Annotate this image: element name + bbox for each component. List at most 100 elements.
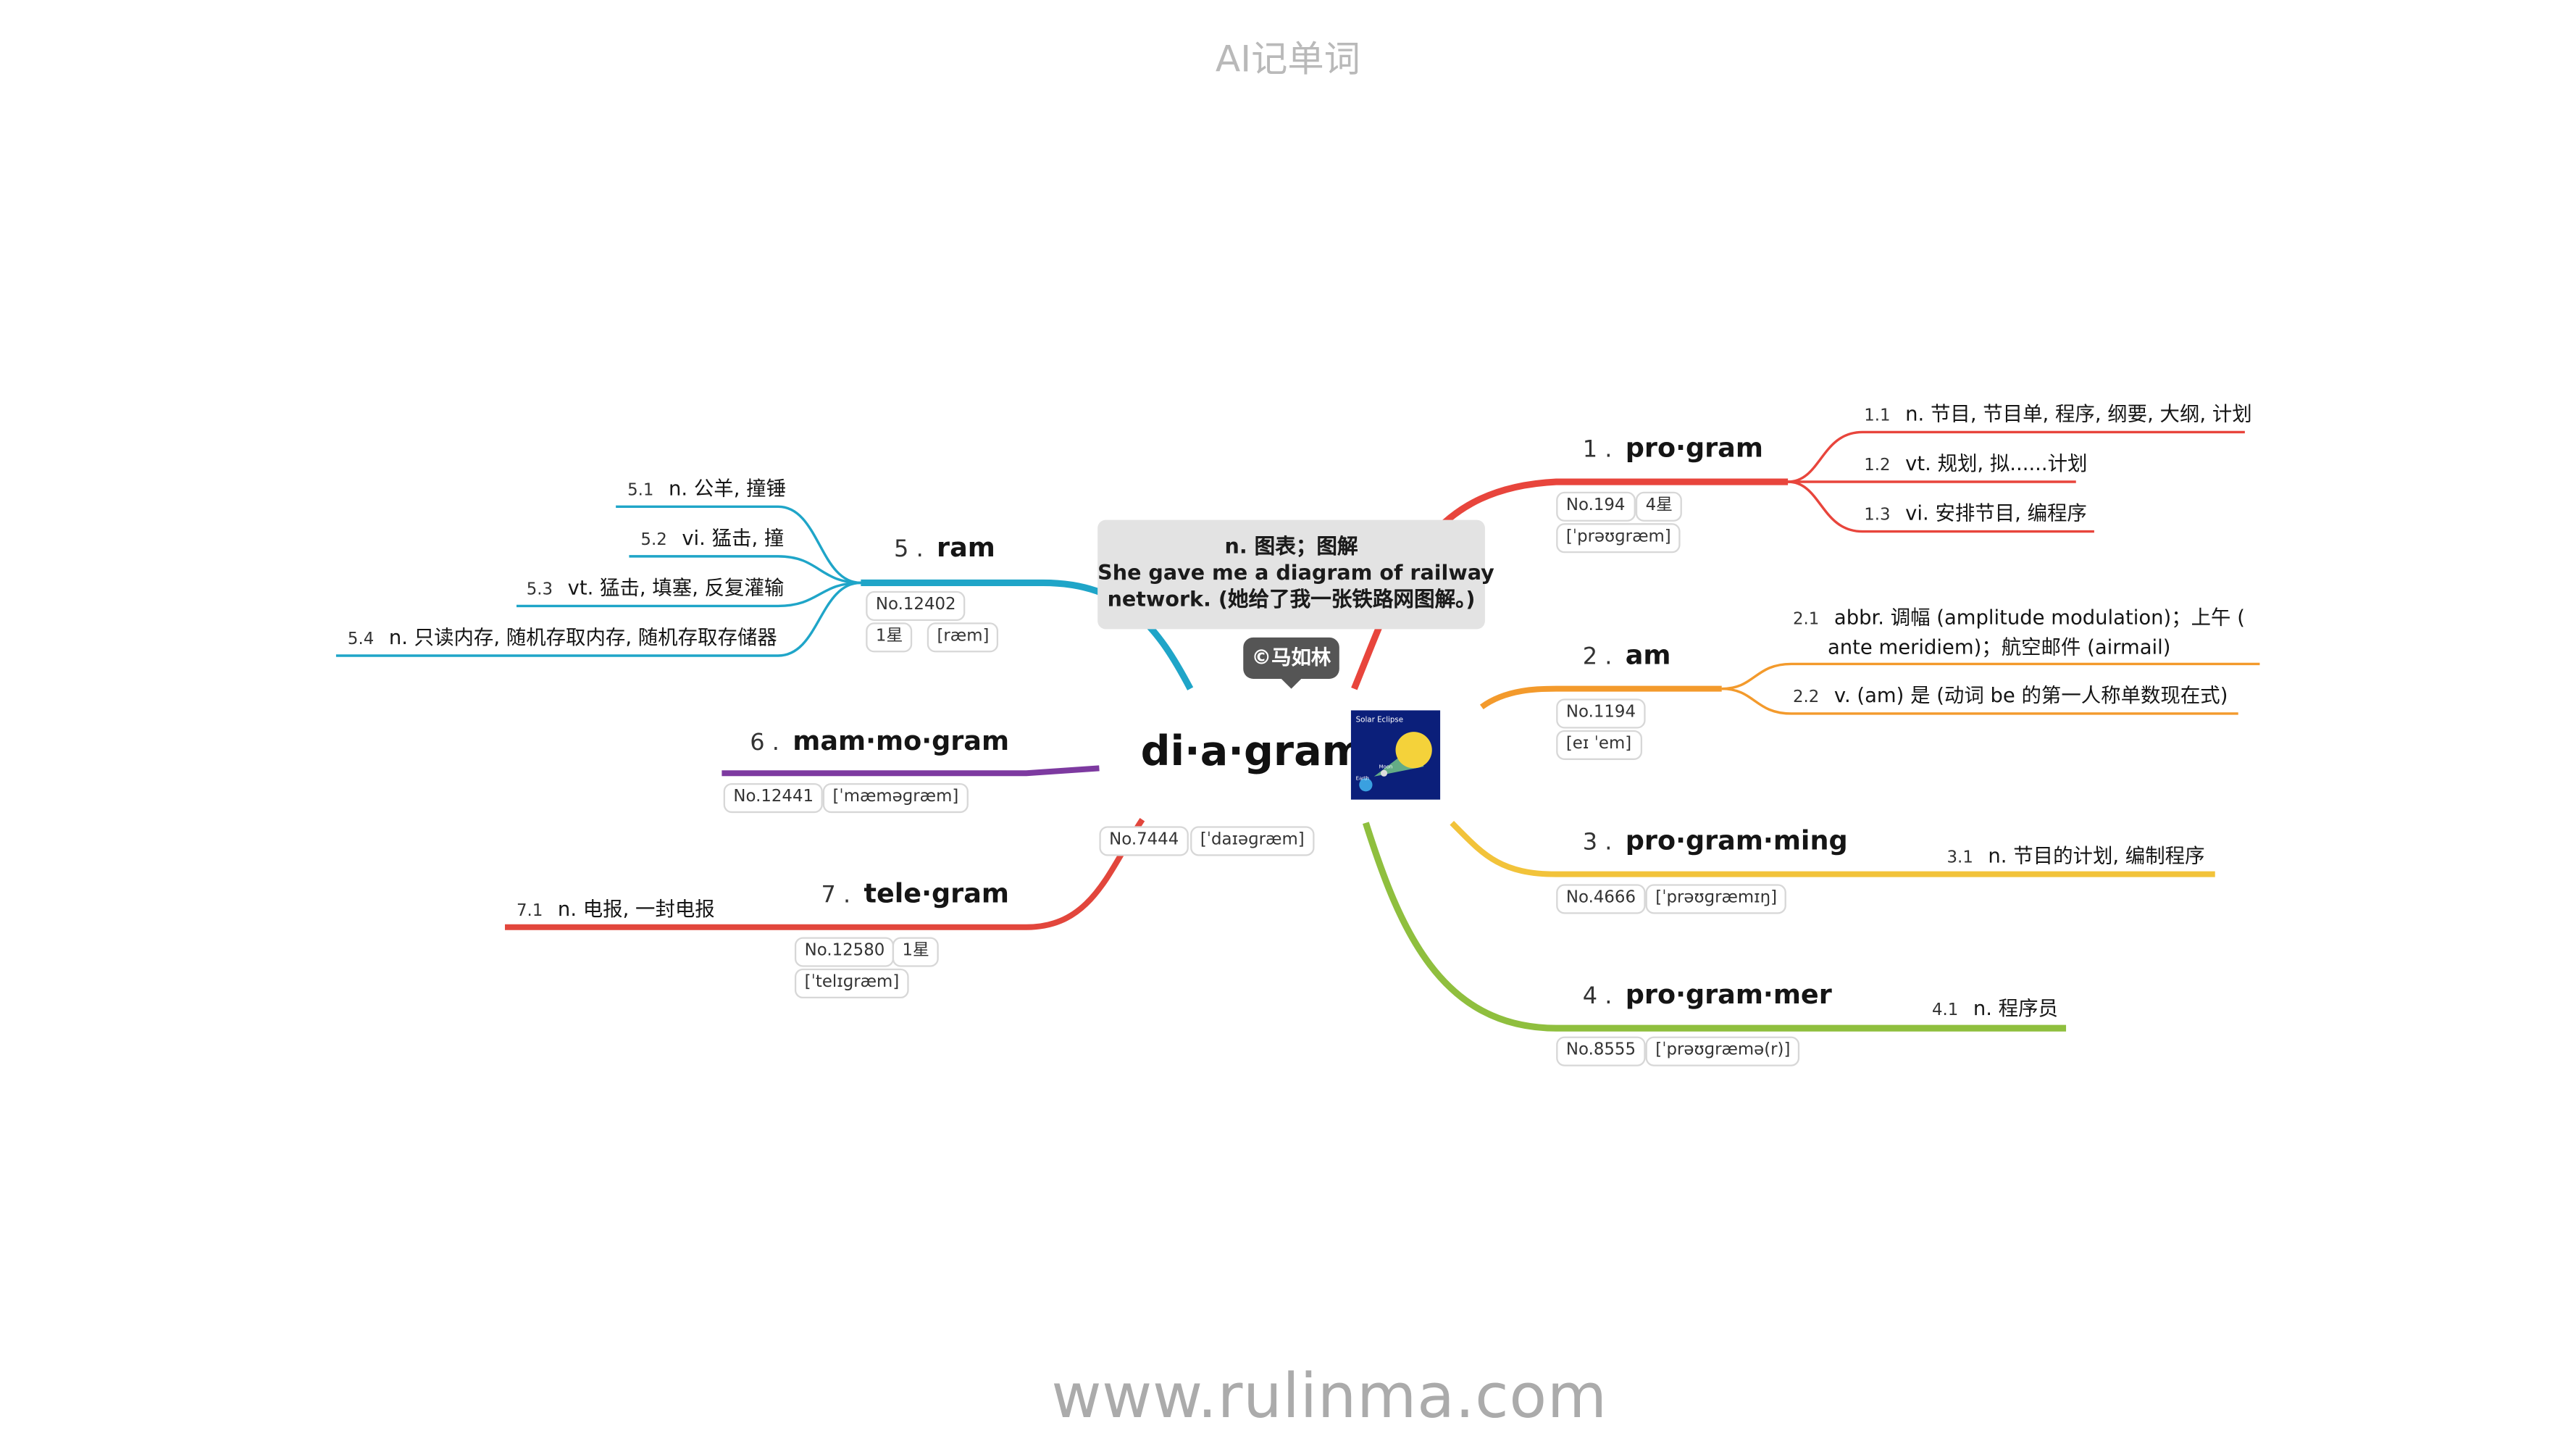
sense-number: 5.1 [627,482,654,501]
sense-text: n. 公羊, 撞锤 [669,477,787,501]
sense-number: 2.2 [1792,688,1820,707]
topic-word: pro·gram [1625,432,1763,464]
sense-line-5-1 [616,505,861,585]
number-tag: No.12580 [794,937,895,967]
sense-number: 5.2 [640,531,667,550]
root-number-tag: No.7444 [1099,826,1189,856]
ipa-tag: [ˈprəʊɡræm] [1556,523,1681,554]
topic-number: 1 . [1582,437,1613,464]
sense-line-1-1 [1788,430,2245,483]
ipa-tag: [ˈtelɪɡræm] [794,968,909,999]
ipa-tag: [ræm] [927,622,1000,653]
branch-line-am [1479,685,1722,710]
sense-text: n. 节目的计划, 编制程序 [1988,844,2205,868]
sense-line-2-1 [1721,662,2260,690]
sense-5-1[interactable]: 5.1 n. 公羊, 撞锤 [627,474,786,502]
sense-line-5-4 [335,581,861,657]
topic-programming[interactable]: 3 . pro·gram·ming [1583,824,1848,856]
topic-telegram[interactable]: 7 . tele·gram [821,877,1009,909]
stars-tag: 4星 [1635,491,1683,522]
topic-programmer[interactable]: 4 . pro·gram·mer [1583,979,1832,1010]
tooltip-example-line1: She gave me a diagram of railway [1097,559,1494,585]
sense-text: n. 节目, 节目单, 程序, 纲要, 大纲, 计划 [1905,402,2252,426]
image-moon-label: Moon [1379,764,1393,769]
sense-text: n. 只读内存, 随机存取内存, 随机存取存储器 [388,625,777,649]
number-tag: No.12402 [866,590,966,621]
sense-text: n. 电报, 一封电报 [557,897,715,921]
sense-text: abbr. 调幅 (amplitude modulation)；上午 ( [1833,606,2245,630]
tooltip-example-line2: network. (她给了我一张铁路网图解。) [1107,585,1476,611]
sense-3-1[interactable]: 3.1 n. 节目的计划, 编制程序 [1947,841,2205,869]
number-tag: No.194 [1556,491,1636,522]
sense-line-2-2 [1721,687,2238,715]
sense-number: 5.4 [347,630,375,649]
sense-line-5-2 [629,555,861,585]
topic-word: am [1625,639,1671,671]
topic-word: pro·gram·mer [1625,978,1832,1011]
sense-number: 2.1 [1792,611,1820,630]
sense-number: 7.1 [517,902,543,921]
topic-program[interactable]: 1 . pro·gram [1583,432,1763,463]
sense-4-1[interactable]: 4.1 n. 程序员 [1932,993,2058,1022]
stars-tag: 1星 [866,622,913,653]
topic-number: 7 . [821,882,851,909]
sense-number: 1.1 [1864,407,1891,426]
topic-number: 6 . [750,730,779,757]
topic-number: 5 . [894,536,924,564]
tooltip-definition: n. 图表；图解 [1224,533,1358,559]
solar-eclipse-image: Solar Eclipse Earth Moon [1350,710,1441,800]
definition-tooltip: n. 图表；图解 She gave me a diagram of railwa… [1097,519,1494,630]
root-word[interactable]: di·a·gram [1140,727,1366,775]
sense-number: 3.1 [1946,849,1973,868]
branch-line-programmer [1363,822,2067,1032]
sense-5-2[interactable]: 5.2 vi. 猛击, 撞 [640,523,784,551]
sense-1-2[interactable]: 1.2 vt. 规划, 拟......计划 [1864,448,2087,477]
sense-text: vi. 安排节目, 编程序 [1905,501,2087,525]
watermark-url: www.rulinma.com [1051,1361,1607,1432]
sense-text: vt. 猛击, 填塞, 反复灌输 [567,576,785,600]
topic-number: 4 . [1582,983,1613,1011]
number-tag: No.8555 [1556,1036,1646,1066]
sense-text: vi. 猛击, 撞 [682,526,785,550]
topic-number: 3 . [1582,829,1613,856]
topic-am[interactable]: 2 . am [1583,639,1671,670]
sense-1-1[interactable]: 1.1 n. 节目, 节目单, 程序, 纲要, 大纲, 计划 [1864,399,2251,427]
sense-2-2[interactable]: 2.2 v. (am) 是 (动词 be 的第一人称单数现在式) [1793,680,2228,709]
sense-number: 4.1 [1931,1001,1959,1020]
ipa-tag: [ˈprəʊɡræmɪŋ] [1645,884,1787,914]
sense-number: 1.2 [1864,456,1891,475]
sense-text: vt. 规划, 拟......计划 [1905,451,2088,475]
ipa-tag: [ˈmæməɡræm] [822,782,969,814]
sense-line-5-3 [517,581,861,608]
topic-ram[interactable]: 5 . ram [894,532,995,563]
sense-number: 5.3 [526,581,553,600]
number-tag: No.1194 [1556,698,1646,729]
sense-line-1-3 [1788,480,2094,533]
sense-text-continued: ante meridiem)；航空邮件 (airmail) [1827,635,2171,659]
topic-word: ram [937,531,995,564]
topic-mammogram[interactable]: 6 . mam·mo·gram [750,725,1009,756]
number-tag: No.4666 [1556,884,1646,914]
sense-text: v. (am) 是 (动词 be 的第一人称单数现在式) [1833,683,2228,707]
app-title: AI记单词 [1215,39,1360,81]
topic-number: 2 . [1582,643,1613,671]
stars-tag: 1星 [892,937,940,967]
sense-7-1[interactable]: 7.1 n. 电报, 一封电报 [517,894,715,922]
sense-text: n. 程序员 [1973,996,2058,1020]
branch-line-mammogram [722,765,1100,777]
topic-word: pro·gram·ming [1625,824,1848,856]
badge-pointer [1281,678,1302,689]
sense-1-3[interactable]: 1.3 vi. 安排节目, 编程序 [1864,498,2087,527]
sense-5-4[interactable]: 5.4 n. 只读内存, 随机存取内存, 随机存取存储器 [348,622,777,651]
sense-5-3[interactable]: 5.3 vt. 猛击, 填塞, 反复灌输 [527,573,785,601]
topic-word: tele·gram [863,877,1009,909]
sense-number: 1.3 [1864,506,1891,525]
root-ipa-tag: [ˈdaɪəɡræm] [1190,826,1315,856]
ipa-tag: [ˈprəʊɡræmə(r)] [1645,1036,1801,1066]
branch-line-programming [1450,820,2215,877]
image-caption: Solar Eclipse [1356,715,1403,724]
topic-word: mam·mo·gram [793,724,1010,757]
